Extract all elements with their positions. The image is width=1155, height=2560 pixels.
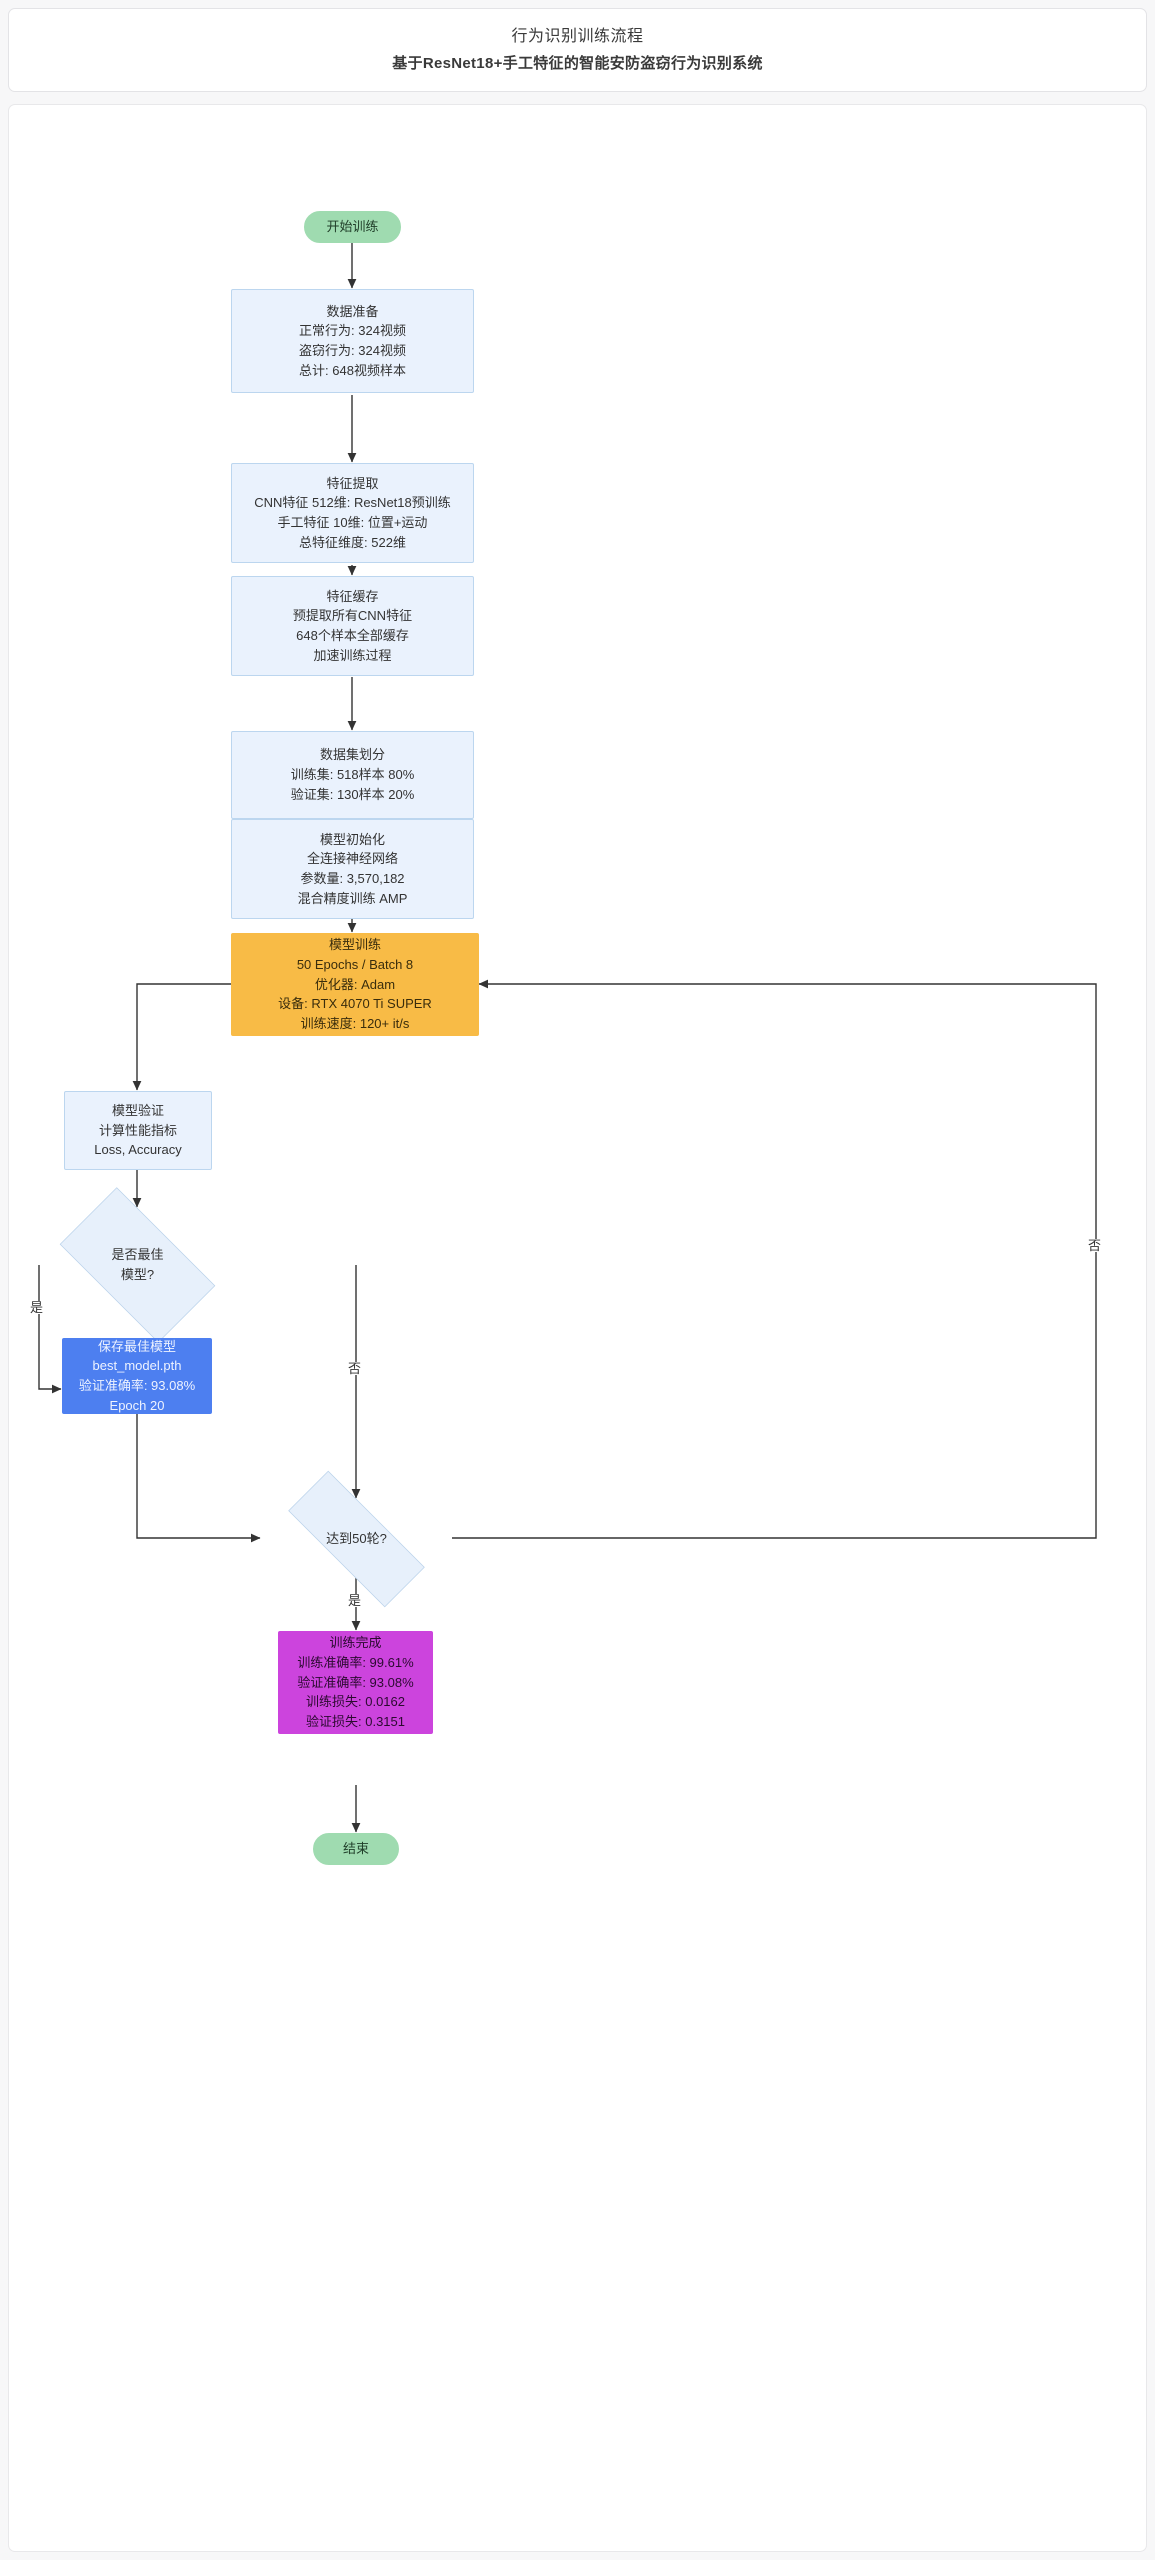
edge-label-reach50-no: 否: [1086, 1238, 1104, 1253]
node-line: 训练损失: 0.0162: [306, 1694, 405, 1710]
node-line: 是否最佳: [111, 1246, 164, 1262]
node-start[interactable]: 开始训练: [304, 211, 401, 243]
node-model-training[interactable]: 模型训练 50 Epochs / Batch 8 优化器: Adam 设备: R…: [231, 933, 479, 1036]
node-line: 验证损失: 0.3151: [306, 1714, 405, 1730]
flowchart-canvas: 开始训练 数据准备 正常行为: 324视频 盗窃行为: 324视频 总计: 64…: [8, 104, 1147, 2552]
node-save-best-model[interactable]: 保存最佳模型 best_model.pth 验证准确率: 93.08% Epoc…: [62, 1338, 212, 1414]
node-line: best_model.pth: [92, 1358, 182, 1374]
node-line: 盗窃行为: 324视频: [299, 343, 406, 358]
node-line: 数据准备: [326, 303, 379, 319]
edge-modeltrain-to-modelvalidate: [132, 983, 231, 1091]
node-line: 训练准确率: 99.61%: [297, 1654, 414, 1670]
edge-reach50-no-to-modeltrain: [452, 979, 1097, 1539]
node-line: 预提取所有CNN特征: [292, 608, 413, 624]
node-line: 模型训练: [328, 937, 381, 953]
node-line: 模型初始化: [319, 831, 385, 847]
node-feature-cache[interactable]: 特征缓存 预提取所有CNN特征 648个样本全部缓存 加速训练过程: [231, 576, 474, 676]
node-line: 优化器: Adam: [314, 976, 396, 992]
node-line: 训练集: 518样本 80%: [290, 767, 415, 783]
node-line: 参数量: 3,570,182: [300, 871, 405, 886]
page-title: 行为识别训练流程: [511, 28, 644, 46]
edge-label-reach50-yes: 是: [346, 1593, 364, 1608]
node-line: 模型验证: [111, 1102, 164, 1118]
edge-layer: [38, 241, 1097, 1833]
node-line: 训练完成: [329, 1635, 382, 1651]
node-decision-is-best-model[interactable]: 是否最佳 模型?: [39, 1187, 236, 1343]
node-line: 全连接神经网络: [306, 851, 398, 867]
node-line: 保存最佳模型: [97, 1338, 176, 1354]
page-subtitle: 基于ResNet18+手工特征的智能安防盗窃行为识别系统: [392, 54, 763, 72]
title-card: 行为识别训练流程 基于ResNet18+手工特征的智能安防盗窃行为识别系统: [8, 8, 1147, 92]
node-line: 设备: RTX 4070 Ti SUPER: [278, 996, 432, 1012]
node-line: 验证准确率: 93.08%: [297, 1674, 414, 1690]
node-training-complete[interactable]: 训练完成 训练准确率: 99.61% 验证准确率: 93.08% 训练损失: 0…: [278, 1631, 433, 1734]
node-model-validation[interactable]: 模型验证 计算性能指标 Loss, Accuracy: [64, 1091, 212, 1170]
node-line: 50 Epochs / Batch 8: [296, 956, 414, 972]
node-line: 总特征维度: 522维: [299, 534, 406, 550]
node-line: 模型?: [120, 1267, 155, 1282]
decision-label: 是否最佳 模型?: [111, 1245, 163, 1285]
node-dataset-split[interactable]: 数据集划分 训练集: 518样本 80% 验证集: 130样本 20%: [231, 731, 474, 819]
node-line: Epoch 20: [109, 1397, 165, 1413]
edge-label-is-best-yes: 是: [28, 1300, 46, 1315]
edge-savebest-to-reach50: [136, 1413, 261, 1543]
node-line: 手工特征 10维: 位置+运动: [277, 515, 428, 530]
node-start-label: 开始训练: [326, 219, 379, 235]
node-decision-reach-50-epochs[interactable]: 达到50轮?: [260, 1470, 453, 1608]
node-line: Loss, Accuracy: [94, 1142, 182, 1158]
edge-label-is-best-no: 否: [346, 1361, 364, 1376]
node-end-label: 结束: [342, 1841, 369, 1857]
node-line: 验证集: 130样本 20%: [290, 786, 415, 802]
node-line: 正常行为: 324视频: [299, 323, 406, 339]
node-line: 达到50轮?: [326, 1530, 387, 1546]
node-line: CNN特征 512维: ResNet18预训练: [254, 495, 451, 511]
node-feature-extraction[interactable]: 特征提取 CNN特征 512维: ResNet18预训练 手工特征 10维: 位…: [231, 463, 474, 563]
node-line: 特征提取: [326, 475, 379, 491]
node-line: 混合精度训练 AMP: [297, 890, 408, 906]
node-line: 验证准确率: 93.08%: [78, 1378, 196, 1393]
node-data-preparation[interactable]: 数据准备 正常行为: 324视频 盗窃行为: 324视频 总计: 648视频样本: [231, 289, 474, 393]
node-line: 训练速度: 120+ it/s: [300, 1016, 410, 1032]
node-line: 特征缓存: [326, 588, 379, 604]
node-line: 数据集划分: [319, 747, 385, 763]
node-line: 648个样本全部缓存: [296, 628, 409, 643]
node-model-initialization[interactable]: 模型初始化 全连接神经网络 参数量: 3,570,182 混合精度训练 AMP: [231, 819, 474, 919]
node-end[interactable]: 结束: [313, 1833, 399, 1865]
node-line: 总计: 648视频样本: [299, 362, 406, 378]
decision-label: 达到50轮?: [326, 1529, 387, 1549]
node-line: 加速训练过程: [313, 647, 392, 663]
node-line: 计算性能指标: [98, 1122, 177, 1138]
